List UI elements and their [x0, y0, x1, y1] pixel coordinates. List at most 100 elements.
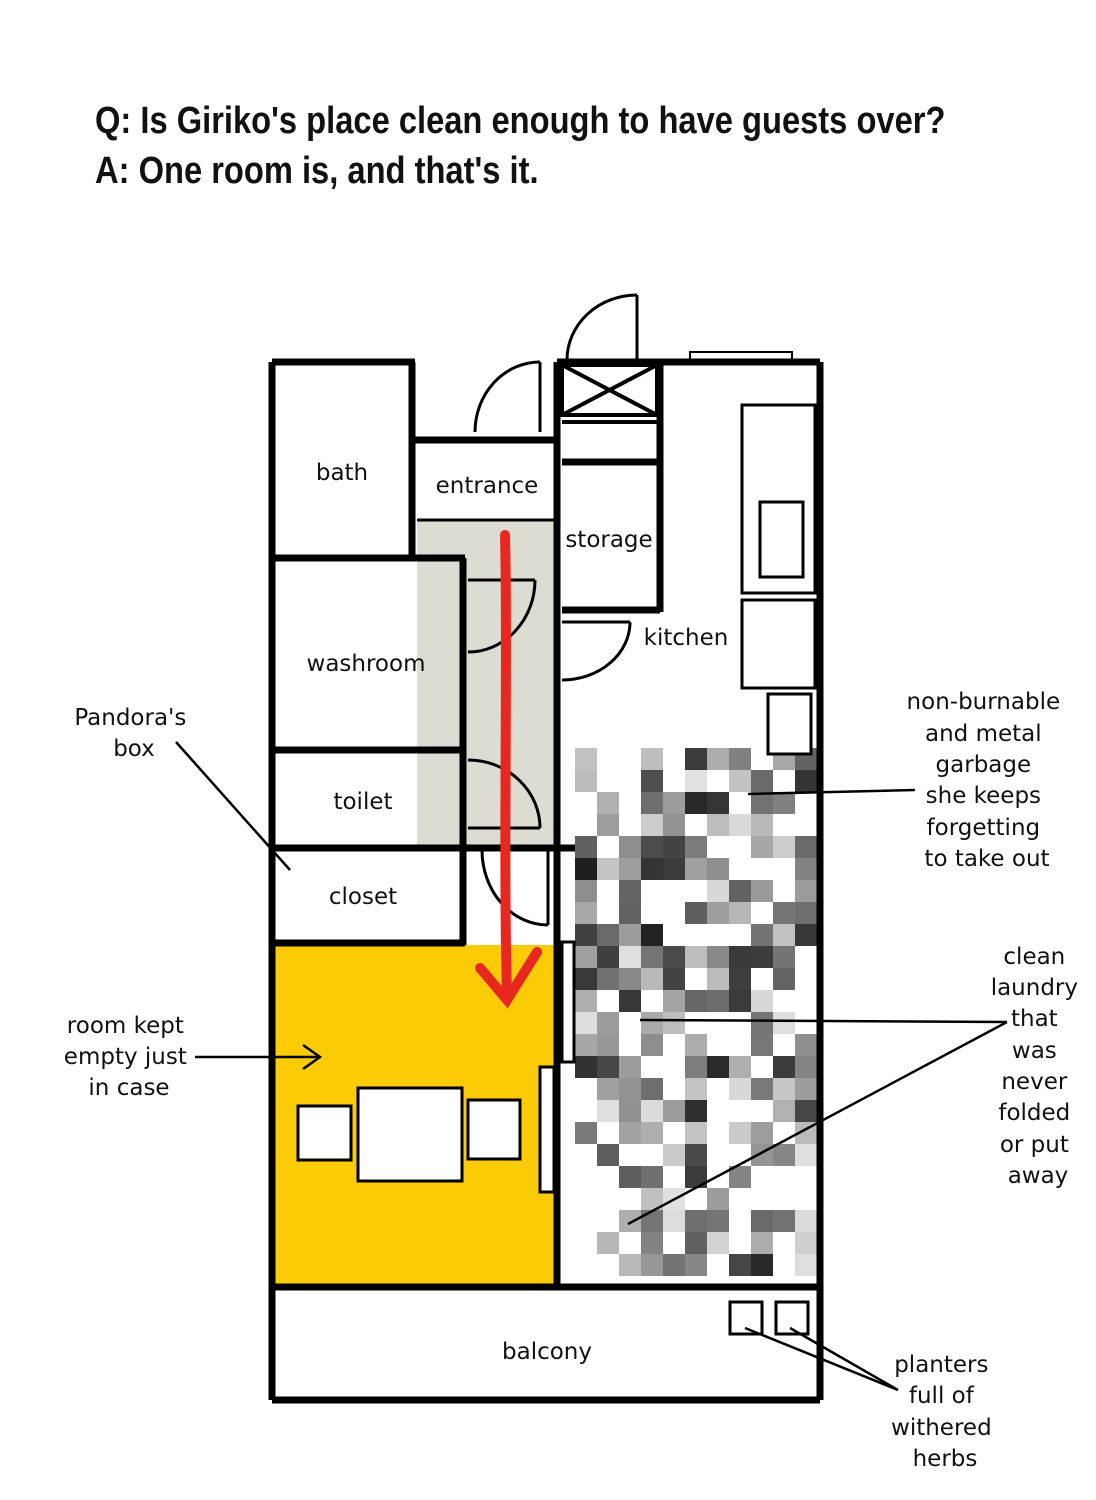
mosaic-cell [773, 1056, 795, 1078]
mosaic-cell [707, 1188, 729, 1210]
mosaic-cell [707, 880, 729, 902]
mosaic-cell [685, 1232, 707, 1254]
mosaic-cell [619, 880, 641, 902]
mosaic-cell [641, 1254, 663, 1276]
mosaic-cell [773, 880, 795, 902]
walls [268, 358, 824, 1404]
mosaic-cell [663, 1100, 685, 1122]
mosaic-cell [685, 924, 707, 946]
mosaic-cell [575, 990, 597, 1012]
mosaic-cell [575, 748, 597, 770]
mosaic-cell [751, 1056, 773, 1078]
laundry-note: clean laundry that was never folded or p… [991, 944, 1086, 1189]
mosaic-cell [663, 1122, 685, 1144]
mosaic-cell [773, 792, 795, 814]
mosaic-cell [707, 836, 729, 858]
planters [728, 1300, 810, 1336]
mosaic-cell [685, 1034, 707, 1056]
mosaic-cell [729, 1166, 751, 1188]
mosaic-cell [729, 1034, 751, 1056]
mosaic-cell [641, 1188, 663, 1210]
mosaic-cell [795, 814, 817, 836]
mosaic-cell [795, 990, 817, 1012]
mosaic-cell [751, 1122, 773, 1144]
mosaic-cell [597, 902, 619, 924]
crate-x-box [560, 363, 659, 424]
mosaic-cell [619, 1078, 641, 1100]
mosaic-cell [619, 1210, 641, 1232]
mosaic-cell [729, 1078, 751, 1100]
mosaic-cell [685, 814, 707, 836]
mosaic-cell [729, 1012, 751, 1034]
mosaic-cell [597, 1232, 619, 1254]
mosaic-cell [773, 1254, 795, 1276]
mosaic-cell [575, 1100, 597, 1122]
mosaic-cell [663, 858, 685, 880]
mosaic-cell [663, 902, 685, 924]
mosaic-cell [641, 770, 663, 792]
mosaic-cell [795, 1232, 817, 1254]
mosaic-cell [751, 1232, 773, 1254]
mosaic-cell [575, 946, 597, 968]
mosaic-cell [773, 836, 795, 858]
mosaic-cell [641, 792, 663, 814]
mosaic-cell [795, 770, 817, 792]
mosaic-cell [641, 1166, 663, 1188]
mosaic-cell [751, 1188, 773, 1210]
mosaic-cell [729, 990, 751, 1012]
mosaic-cell [663, 880, 685, 902]
mosaic-cell [641, 1210, 663, 1232]
mosaic-cell [663, 1012, 685, 1034]
mosaic-cell [663, 946, 685, 968]
mosaic-cell [795, 1078, 817, 1100]
mosaic-cell [707, 1232, 729, 1254]
mosaic-cell [773, 1034, 795, 1056]
mosaic-cell [575, 880, 597, 902]
mosaic-cell [641, 836, 663, 858]
mosaic-cell [641, 814, 663, 836]
mosaic-cell [575, 770, 597, 792]
mosaic-cell [795, 968, 817, 990]
mosaic-cell [575, 1210, 597, 1232]
table-set [296, 1086, 522, 1183]
mosaic-cell [707, 990, 729, 1012]
mosaic-cell [729, 1188, 751, 1210]
pandoras-box-note: Pandora's box [74, 705, 193, 762]
mosaic-cell [597, 748, 619, 770]
mosaic-cell [641, 1100, 663, 1122]
mosaic-cell [751, 770, 773, 792]
mosaic-cell [597, 1056, 619, 1078]
washroom-label: washroom [307, 651, 426, 677]
mosaic-cell [685, 792, 707, 814]
mosaic-cell [641, 1144, 663, 1166]
mosaic-cell [619, 1122, 641, 1144]
mosaic-cell [597, 792, 619, 814]
mosaic-cell [795, 880, 817, 902]
mosaic-cell [619, 1034, 641, 1056]
mosaic-cell [751, 792, 773, 814]
mosaic-cell [707, 1210, 729, 1232]
mosaic-cell [707, 1078, 729, 1100]
mosaic-cell [619, 770, 641, 792]
mosaic-cell [795, 836, 817, 858]
mosaic-cell [641, 1056, 663, 1078]
mosaic-cell [795, 1188, 817, 1210]
garbage-note: non-burnable and metal garbage she keeps… [907, 689, 1068, 872]
mosaic-cell [729, 1100, 751, 1122]
mosaic-cell [795, 1144, 817, 1166]
mosaic-cell [795, 1166, 817, 1188]
mosaic-cell [751, 902, 773, 924]
mosaic-cell [707, 792, 729, 814]
mosaic-cell [729, 968, 751, 990]
mosaic-cell [773, 902, 795, 924]
mosaic-cell [751, 968, 773, 990]
balcony-label: balcony [502, 1339, 592, 1365]
mosaic-cell [773, 990, 795, 1012]
mosaic-cell [597, 836, 619, 858]
mosaic-cell [751, 880, 773, 902]
mosaic-cell [597, 1078, 619, 1100]
question-heading: Q: Is Giriko's place clean enough to hav… [95, 100, 946, 142]
planters-note: planters full of withered herbs [891, 1352, 999, 1472]
mosaic-cell [707, 858, 729, 880]
